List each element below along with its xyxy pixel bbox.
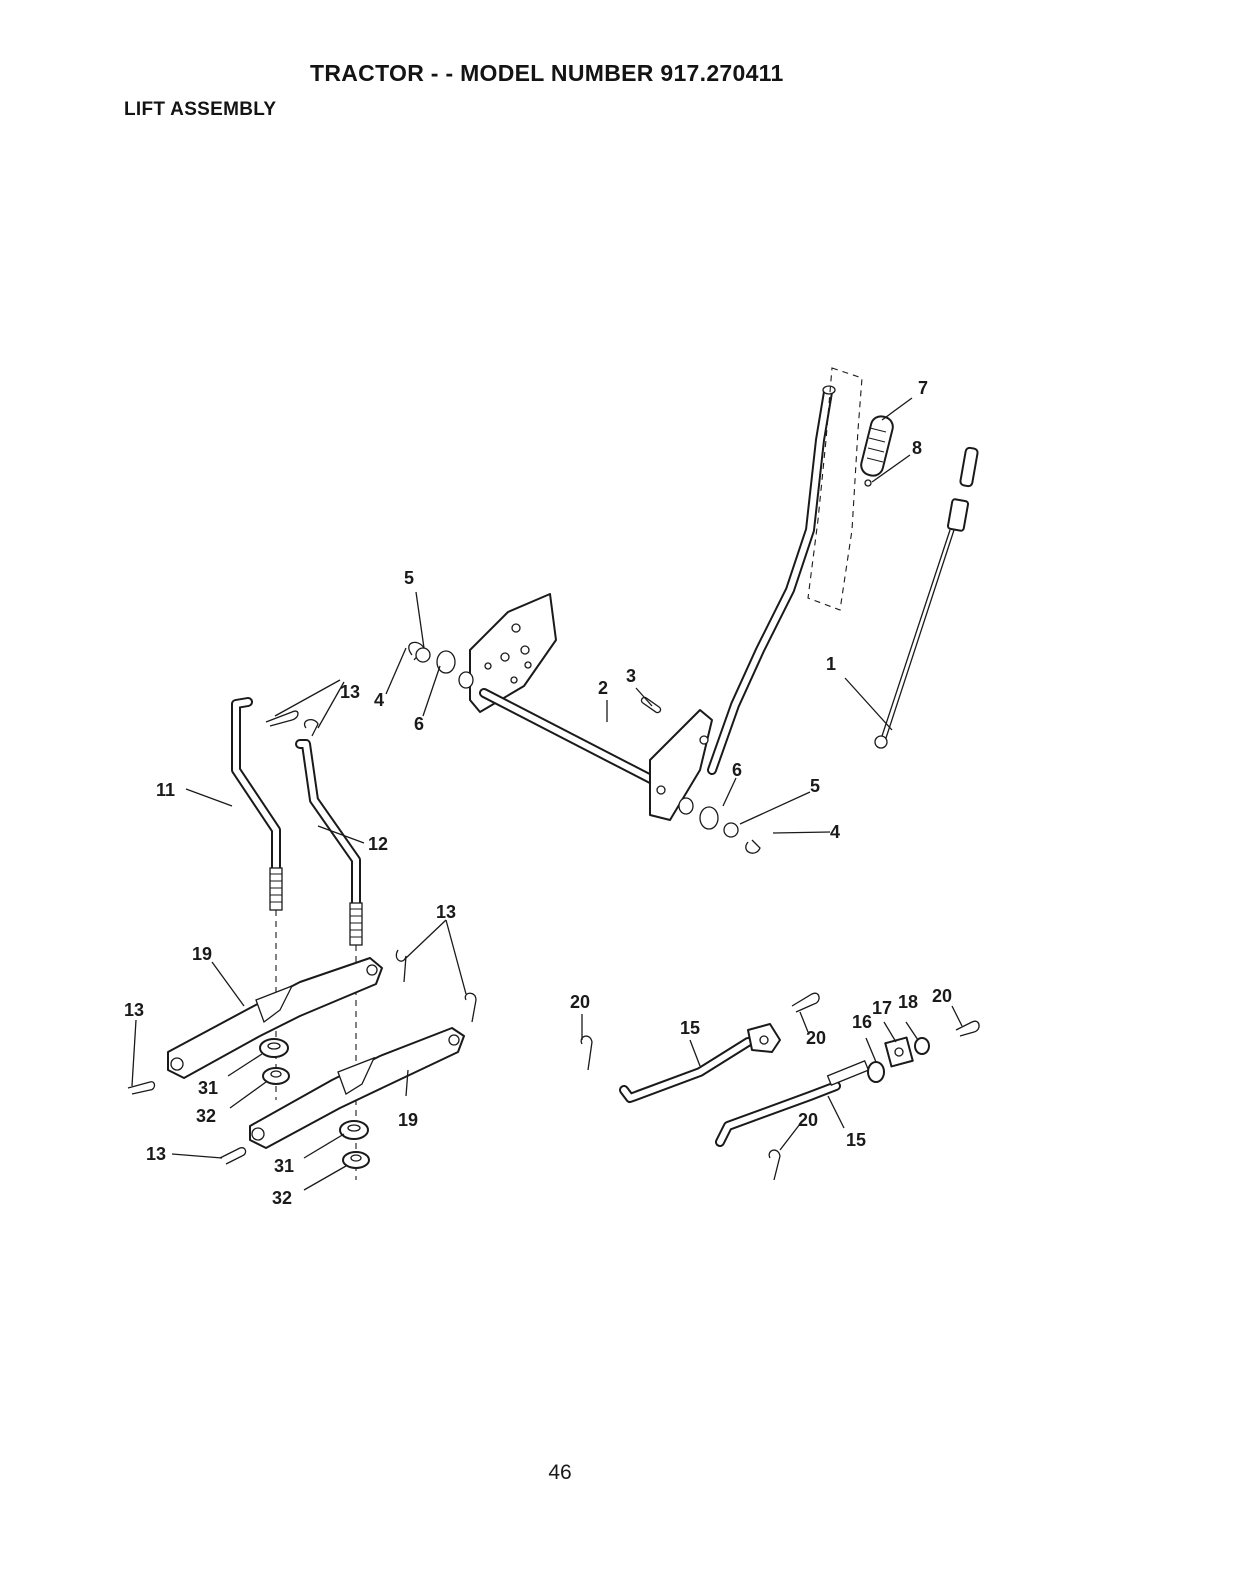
page-number: 46: [540, 1461, 580, 1485]
callout-16: 16: [852, 1012, 872, 1032]
lift-link-right: [300, 744, 362, 945]
callout-20-middle: 20: [806, 1028, 826, 1048]
callout-15-rear: 15: [846, 1130, 866, 1150]
callout-20-left: 20: [570, 992, 590, 1012]
callout-1: 1: [826, 654, 836, 674]
lift-arm-upper: [168, 958, 382, 1078]
bushing-set-left: [260, 1039, 289, 1084]
callout-13-bottom: 13: [146, 1144, 166, 1164]
callout-20-bottom: 20: [798, 1110, 818, 1130]
callout-31-left: 31: [198, 1078, 218, 1098]
lift-handle: [712, 368, 862, 770]
callout-4-right: 4: [830, 822, 840, 842]
callout-32-right: 32: [272, 1188, 292, 1208]
callout-13-top: 13: [340, 682, 360, 702]
callout-19-lower: 19: [398, 1110, 418, 1130]
callout-19-upper: 19: [192, 944, 212, 964]
callout-11: 11: [156, 780, 175, 800]
hand-grip: [859, 414, 895, 486]
bushing-set-right: [340, 1121, 369, 1168]
lift-link-left: [236, 702, 282, 910]
callout-3: 3: [626, 666, 636, 686]
callout-13-left: 13: [124, 1000, 144, 1020]
callout-20-right: 20: [932, 986, 952, 1006]
callout-6-right: 6: [732, 760, 742, 780]
deck-rod-front: [624, 1024, 780, 1098]
callout-8: 8: [912, 438, 922, 458]
callout-17: 17: [872, 998, 892, 1018]
callout-32-left: 32: [196, 1106, 216, 1126]
cross-shaft: [484, 693, 672, 790]
right-shaft-hardware: [679, 798, 760, 853]
callout-2: 2: [598, 678, 608, 698]
callout-5-left: 5: [404, 568, 414, 588]
callout-31-right: 31: [274, 1156, 294, 1176]
callout-4-left: 4: [374, 690, 384, 710]
rod-end-hardware: [581, 993, 979, 1180]
callout-13-middle: 13: [436, 902, 456, 922]
callout-5-right: 5: [810, 776, 820, 796]
callout-18: 18: [898, 992, 918, 1012]
callout-6-left: 6: [414, 714, 424, 734]
lift-cable-rod: [875, 447, 978, 748]
left-shaft-hardware: [409, 642, 473, 688]
callout-7: 7: [918, 378, 928, 398]
callout-15-front: 15: [680, 1018, 700, 1038]
callout-12: 12: [368, 834, 388, 854]
